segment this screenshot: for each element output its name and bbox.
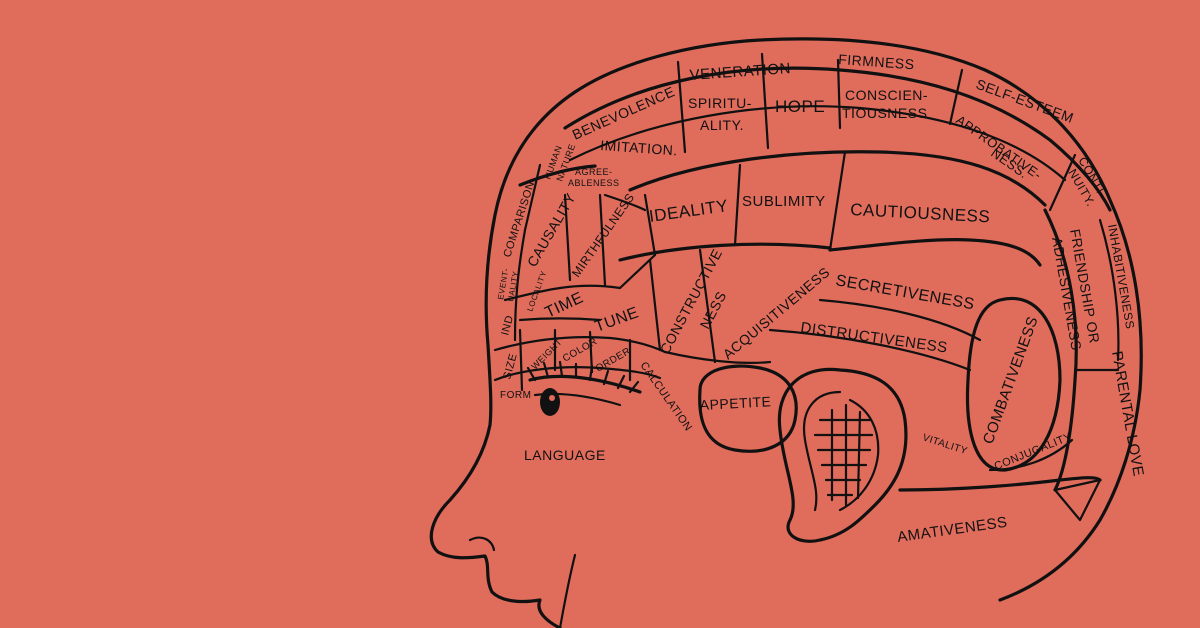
label-appetite: APPETITE bbox=[699, 393, 771, 413]
label-combativeness: COMBATIVENESS bbox=[980, 314, 1042, 446]
label-ideality: IDEALITY bbox=[648, 196, 729, 226]
label-individuality: IND bbox=[499, 314, 516, 337]
label-vitality: VITALITY bbox=[921, 432, 969, 457]
label-self-esteem: SELF-ESTEEM bbox=[974, 76, 1076, 126]
label-conjugality: CONJUGALITY bbox=[993, 431, 1074, 473]
label-secretiveness: SECRETIVENESS bbox=[834, 272, 976, 313]
label-tune: TUNE bbox=[593, 304, 642, 336]
label-conscientiousness-1: CONSCIEN- bbox=[845, 87, 928, 103]
ear bbox=[777, 367, 908, 543]
brow-line bbox=[493, 366, 662, 382]
label-destructiveness: DISTRUCTIVENESS bbox=[799, 319, 948, 356]
label-size: SIZE bbox=[501, 352, 519, 381]
label-hope: HOPE bbox=[775, 97, 825, 116]
label-firmness: FIRMNESS bbox=[838, 51, 915, 72]
label-spirituality-1: SPIRITU- bbox=[688, 95, 752, 111]
label-acquisitiveness: ACQUISITIVENESS bbox=[720, 264, 833, 363]
nostril-line bbox=[468, 536, 496, 552]
label-cautiousness: CAUTIOUSNESS bbox=[850, 200, 991, 226]
label-conscientiousness-2: TIOUSNESS bbox=[842, 105, 927, 121]
label-spirituality-2: ALITY. bbox=[700, 117, 744, 133]
region-labels: FIRMNESS VENERATION BENEVOLENCE SPIRITU-… bbox=[496, 51, 1147, 546]
label-language: LANGUAGE bbox=[524, 447, 606, 463]
label-veneration: VENERATION bbox=[689, 60, 791, 84]
region-dividers bbox=[493, 52, 1120, 522]
label-inhabitiveness: INHABITIVENESS bbox=[1105, 223, 1137, 330]
label-calculation: CALCULATION bbox=[638, 360, 695, 434]
label-agreeableness-1: AGREE- bbox=[575, 167, 613, 177]
cheek-line bbox=[558, 553, 577, 628]
label-agreeableness-2: ABLENESS bbox=[568, 178, 620, 188]
label-benevolence: BENEVOLENCE bbox=[570, 83, 677, 143]
label-form: FORM bbox=[500, 390, 531, 401]
label-sublimity: SUBLIMITY bbox=[742, 193, 826, 210]
label-amativeness: AMATIVENESS bbox=[896, 514, 1008, 546]
label-imitation: IMITATION. bbox=[600, 137, 679, 158]
label-color: COLOR bbox=[561, 336, 599, 365]
eye bbox=[526, 360, 642, 416]
head-outline bbox=[429, 37, 1143, 628]
label-time: TIME bbox=[543, 289, 587, 321]
